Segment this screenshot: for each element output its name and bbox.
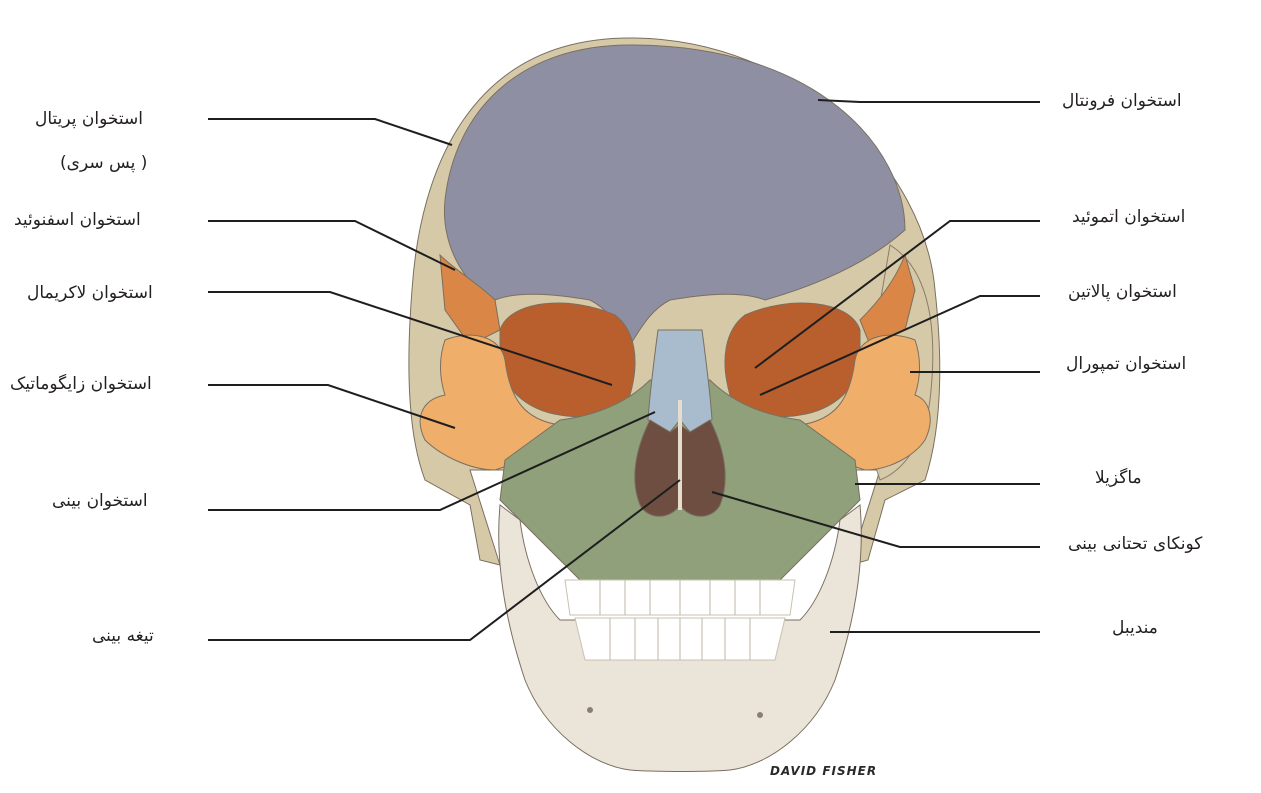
label-sphenoid: استخوان اسفنوئید: [14, 209, 141, 231]
label-occipital: ( پس سری): [60, 152, 147, 174]
label-zygomatic: استخوان زایگوماتیک: [10, 373, 152, 395]
mental-foramen-left: [587, 707, 593, 713]
label-nasal: استخوان بینی: [52, 490, 148, 512]
leader-frontal: [818, 100, 1040, 102]
label-lacrimal: استخوان لاکریمال: [27, 282, 153, 304]
label-concha: کونکای تحتانی بینی: [1068, 533, 1202, 555]
leader-parietal: [208, 119, 452, 145]
artist-signature: DAVID FISHER: [770, 764, 877, 778]
label-ethmoid: استخوان اتموئید: [1072, 206, 1185, 228]
label-septum: تیغه بینی: [92, 625, 154, 647]
label-temporal: استخوان تمپورال: [1066, 353, 1186, 375]
label-maxilla: ماگزیلا: [1095, 467, 1142, 489]
mental-foramen-right: [757, 712, 763, 718]
label-frontal: استخوان فرونتال: [1062, 90, 1182, 112]
label-palatine: استخوان پالاتین: [1068, 281, 1177, 303]
label-mandible: مندیبل: [1112, 617, 1158, 639]
label-parietal: استخوان پریتال: [35, 108, 143, 130]
